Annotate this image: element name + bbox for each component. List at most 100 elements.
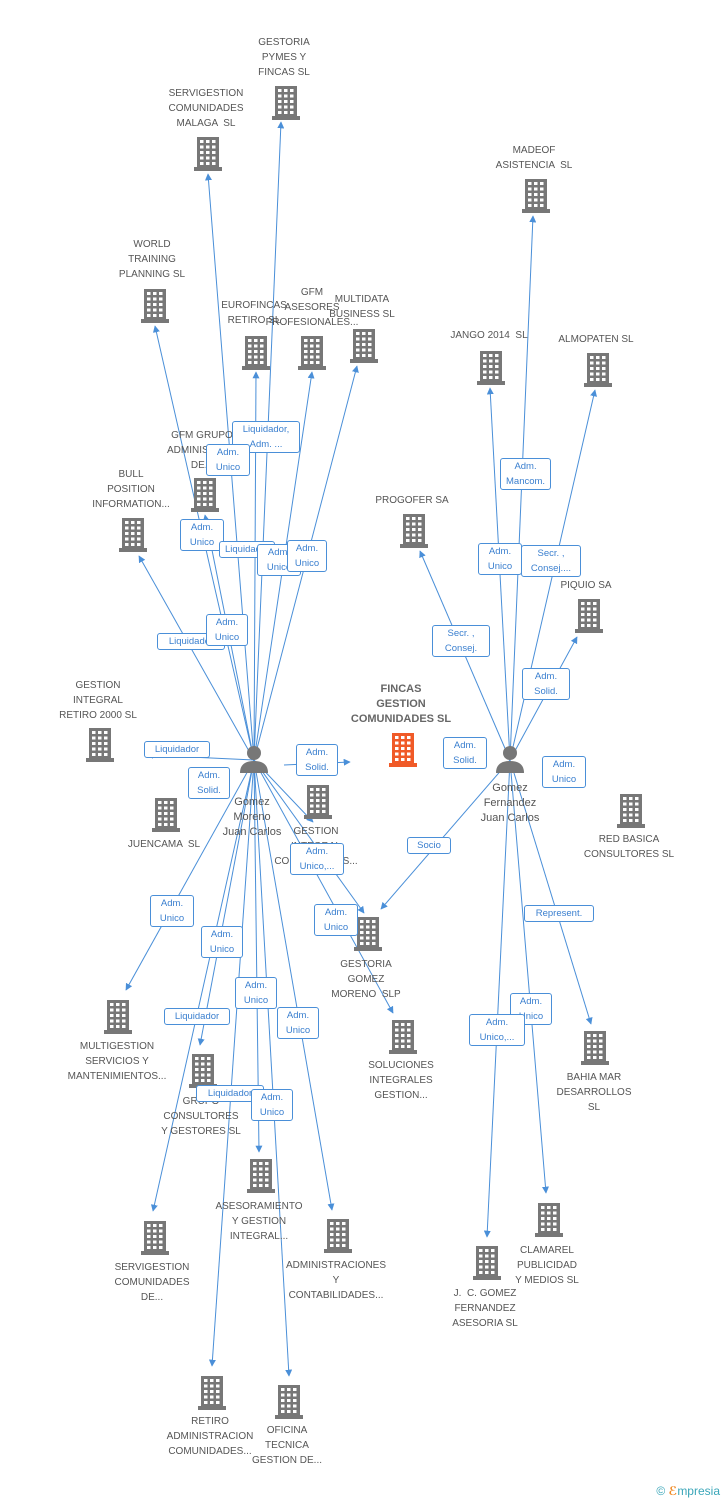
relation-label: Adm. Mancom. — [500, 458, 552, 490]
relation-label: Adm. Unico — [201, 926, 243, 958]
person-icon[interactable] — [240, 746, 268, 773]
company-building-icon[interactable] — [247, 1159, 275, 1193]
company-label[interactable]: BAHIA MAR DESARROLLOS SL — [556, 1072, 632, 1113]
company-label[interactable]: GFM GRUPO ADMINISTRA... DE... — [166, 430, 238, 471]
relation-label: Adm. Unico — [542, 756, 586, 788]
company-building-icon[interactable] — [324, 1219, 352, 1253]
relation-label: Adm. Unico — [314, 904, 358, 936]
company-label[interactable]: ADMINISTRACIONES Y CONTABILIDADES... — [285, 1260, 387, 1301]
company-label[interactable]: EUROFINCAS RETIRO SL — [221, 300, 287, 326]
company-label[interactable]: PIQUIO SA — [560, 580, 612, 591]
relation-label: Adm. Unico — [251, 1089, 293, 1121]
company-label[interactable]: BULL POSITION INFORMATION... — [92, 469, 170, 510]
company-label[interactable]: CLAMAREL PUBLICIDAD Y MEDIOS SL — [515, 1245, 579, 1286]
company-label[interactable]: J. C. GOMEZ FERNANDEZ ASESORIA SL — [452, 1288, 518, 1329]
company-building-icon[interactable] — [617, 794, 645, 828]
relation-label: Adm. Unico — [478, 543, 522, 575]
company-label[interactable]: GESTORIA PYMES Y FINCAS SL — [258, 37, 310, 78]
relation-edge — [208, 759, 255, 1367]
relation-label: Represent. — [524, 905, 594, 922]
company-building-icon[interactable] — [304, 785, 332, 819]
company-label[interactable]: JUENCAMA SL — [127, 839, 201, 850]
relation-edge — [380, 759, 511, 910]
company-building-icon[interactable] — [584, 353, 612, 387]
relation-label: Adm. Solid. — [522, 668, 570, 700]
company-building-icon[interactable] — [535, 1203, 563, 1237]
empresia-logo: © ℰmpresia — [656, 1484, 720, 1498]
relation-label: Adm. Unico — [150, 895, 194, 927]
relation-edge — [197, 759, 255, 1046]
relation-edge — [483, 759, 511, 1238]
relation-label: Socio — [407, 837, 451, 854]
company-building-icon[interactable] — [141, 1221, 169, 1255]
person-label[interactable]: Gomez Moreno Juan Carlos — [222, 796, 282, 838]
company-building-icon[interactable] — [275, 1385, 303, 1419]
relation-label: Secr. , Consej.... — [521, 545, 581, 577]
relation-label: Adm. Solid. — [296, 744, 338, 776]
person-icon[interactable] — [496, 746, 524, 773]
company-building-icon[interactable] — [198, 1376, 226, 1410]
center-company-label[interactable]: FINCAS GESTION COMUNIDADES SL — [350, 683, 452, 725]
company-building-icon[interactable] — [354, 917, 382, 951]
company-label[interactable]: OFICINA TECNICA GESTION DE... — [251, 1425, 323, 1466]
company-building-icon[interactable] — [141, 289, 169, 323]
company-building-icon[interactable] — [400, 514, 428, 548]
company-label[interactable]: ALMOPATEN SL — [558, 334, 634, 345]
relation-edge — [253, 759, 394, 1014]
relation-label: Secr. , Consej. — [432, 625, 490, 657]
relation-edge — [125, 759, 255, 991]
relation-edge — [138, 555, 255, 761]
company-building-icon[interactable] — [581, 1031, 609, 1065]
company-label[interactable]: ASESORAMIENTO Y GESTION INTEGRAL... — [215, 1201, 303, 1242]
company-building-icon[interactable] — [86, 728, 114, 762]
relation-label: Adm. Unico,... — [290, 843, 344, 875]
relation-label: Adm. Unico — [180, 519, 224, 551]
relation-label: Adm. Unico — [277, 1007, 319, 1039]
relation-label: Adm. Unico — [287, 540, 327, 572]
relation-edge — [253, 759, 335, 1211]
company-building-icon[interactable] — [194, 137, 222, 171]
company-building-icon[interactable] — [298, 336, 326, 370]
company-label[interactable]: SERVIGESTION COMUNIDADES MALAGA SL — [168, 88, 244, 129]
company-building-icon[interactable] — [152, 798, 180, 832]
person-label[interactable]: Gomez Fernandez Juan Carlos — [480, 782, 540, 824]
company-building-icon[interactable] — [575, 599, 603, 633]
company-building-icon[interactable] — [104, 1000, 132, 1034]
company-building-icon[interactable] — [473, 1246, 501, 1280]
company-label[interactable]: GESTORIA GOMEZ MORENO SLP — [331, 959, 401, 1000]
company-building-icon[interactable] — [191, 478, 219, 512]
company-label[interactable]: GESTION INTEGRAL RETIRO 2000 SL — [59, 680, 137, 721]
relation-label: Adm. Unico — [206, 444, 250, 476]
company-building-icon[interactable] — [389, 1020, 417, 1054]
company-building-icon[interactable] — [522, 179, 550, 213]
company-label[interactable]: SERVIGESTION COMUNIDADES DE... — [114, 1262, 190, 1303]
center-company-icon[interactable] — [389, 733, 417, 767]
relation-label: Adm. Solid. — [443, 737, 487, 769]
relation-label: Adm. Solid. — [188, 767, 230, 799]
company-label[interactable]: WORLD TRAINING PLANNING SL — [118, 239, 186, 280]
relation-label: Liquidador — [144, 741, 210, 758]
company-building-icon[interactable] — [189, 1054, 217, 1088]
company-label[interactable]: MULTIGESTION SERVICIOS Y MANTENIMIENTOS.… — [67, 1041, 167, 1082]
company-label[interactable]: MADEOF ASISTENCIA SL — [495, 145, 573, 171]
company-label[interactable]: RED BASICA CONSULTORES SL — [583, 834, 675, 860]
company-label[interactable]: PROGOFER SA — [375, 495, 449, 506]
relation-edge — [509, 759, 549, 1194]
company-label[interactable]: MULTIDATA BUSINESS SL — [329, 294, 395, 320]
relation-label: Adm. Unico — [235, 977, 277, 1009]
company-label[interactable]: SOLUCIONES INTEGRALES GESTION... — [368, 1060, 434, 1101]
company-label[interactable]: JANGO 2014 SL — [450, 330, 528, 341]
relation-label: Adm. Unico,... — [469, 1014, 525, 1046]
company-building-icon[interactable] — [272, 86, 300, 120]
company-building-icon[interactable] — [350, 329, 378, 363]
relation-label: Liquidador — [164, 1008, 230, 1025]
company-label[interactable]: GFM ASESORES PROFESIONALES... — [265, 287, 359, 328]
relation-edge — [150, 759, 255, 1212]
relation-edge — [253, 759, 365, 914]
relation-label: Liquidador, Adm. ... — [232, 421, 300, 453]
company-building-icon[interactable] — [242, 336, 270, 370]
company-label[interactable]: RETIRO ADMINISTRACION COMUNIDADES... — [166, 1416, 254, 1457]
company-building-icon[interactable] — [119, 518, 147, 552]
company-building-icon[interactable] — [477, 351, 505, 385]
